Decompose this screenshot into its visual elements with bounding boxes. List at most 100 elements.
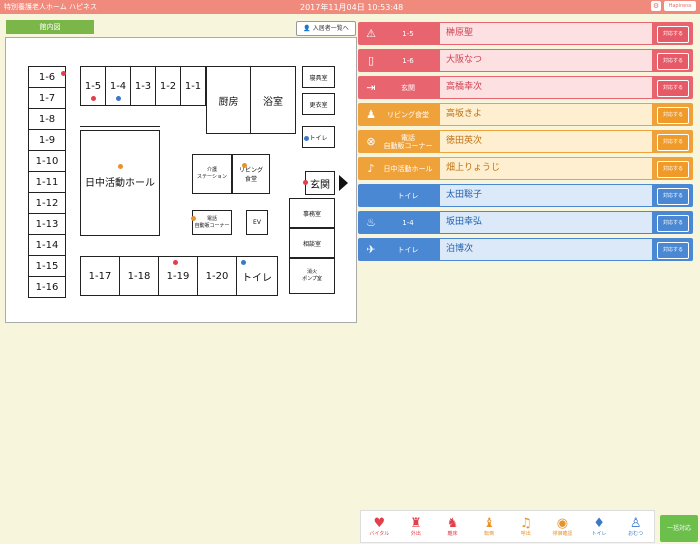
respond-button[interactable]: 対応する	[657, 80, 689, 97]
room-1-7[interactable]: 1-7	[28, 87, 66, 109]
alert-resident-name: 榊原聖	[440, 23, 652, 44]
room-1-19[interactable]: 1-19	[158, 256, 198, 296]
respond-button[interactable]: 対応する	[657, 53, 689, 70]
alert-dot-1-6	[61, 71, 66, 76]
filter-item[interactable]: ♫呼出	[510, 512, 542, 542]
alert-row[interactable]: ⇥玄関高橋幸次対応する	[358, 76, 693, 99]
filter-item[interactable]: ♙おむつ	[620, 512, 652, 542]
room-1-17[interactable]: 1-17	[80, 256, 120, 296]
room-consult[interactable]: 相談室	[289, 228, 335, 258]
titlebar-controls: ⚙ Hapiness	[651, 1, 696, 11]
filter-icon: ◉	[556, 515, 569, 531]
room-1-16[interactable]: 1-16	[28, 276, 66, 298]
room-1-10[interactable]: 1-10	[28, 150, 66, 172]
logo: Hapiness	[664, 1, 696, 11]
respond-button[interactable]: 対応する	[657, 134, 689, 151]
respond-button[interactable]: 対応する	[657, 107, 689, 124]
room-1-18[interactable]: 1-18	[119, 256, 159, 296]
room-linen[interactable]: 寝具室	[302, 66, 335, 88]
alert-type-icon: ⊗	[366, 135, 376, 148]
resident-list-button[interactable]: 👤 入居者一覧へ	[296, 21, 356, 36]
alert-filter-bar: ♥バイタル♜外出♞離床♝転倒♫呼出◉徘徊確認♦トイレ♙おむつ	[360, 510, 655, 543]
room-ev[interactable]: EV	[246, 210, 268, 235]
room-living-dining[interactable]: リビング 食堂	[232, 154, 270, 194]
alert-dot-toilet-right	[304, 136, 309, 141]
filter-icon: ♥	[373, 515, 386, 531]
alert-location: 1-6	[402, 56, 414, 65]
filter-item[interactable]: ♝転倒	[473, 512, 505, 542]
room-1-13[interactable]: 1-13	[28, 213, 66, 235]
room-1-12[interactable]: 1-12	[28, 192, 66, 214]
room-care-station[interactable]: 介護 ステーション	[192, 154, 232, 194]
room-1-8[interactable]: 1-8	[28, 108, 66, 130]
filter-icon: ♦	[593, 515, 605, 531]
room-day-hall[interactable]: 日中活動ホール	[80, 126, 160, 236]
respond-button[interactable]: 対応する	[657, 188, 689, 205]
person-icon: 👤	[303, 25, 311, 32]
room-bath[interactable]: 浴室	[250, 66, 296, 134]
alert-dot-1-5	[91, 96, 96, 101]
filter-item[interactable]: ♦トイレ	[583, 512, 615, 542]
tab-floor-map[interactable]: 館内図	[6, 20, 94, 34]
datetime: 2017年11月04日 10:53:48	[300, 3, 404, 12]
respond-button[interactable]: 対応する	[657, 161, 689, 178]
room-fire-pump[interactable]: 消火 ポンプ室	[289, 258, 335, 294]
alert-category: トイレ	[358, 184, 436, 207]
alert-resident-name: 泊博次	[440, 239, 652, 260]
room-1-1[interactable]: 1-1	[180, 66, 206, 106]
app-name: 特別養護老人ホーム ハピネス	[4, 3, 98, 11]
filter-label: 転倒	[484, 530, 495, 537]
alert-row[interactable]: ✈トイレ泊博次対応する	[358, 238, 693, 261]
room-phone-corner[interactable]: 電話 自動販コーナー	[192, 210, 232, 235]
alert-location: 電話 自動販コーナー	[383, 133, 433, 150]
filter-item[interactable]: ♞離床	[437, 512, 469, 542]
alert-category: ⊗ 電話 自動販コーナー	[358, 130, 436, 153]
room-1-15[interactable]: 1-15	[28, 255, 66, 277]
alert-type-icon: ♟	[366, 108, 376, 121]
alert-row[interactable]: トイレ太田聡子対応する	[358, 184, 693, 207]
alert-location: 1-4	[402, 218, 414, 227]
settings-icon[interactable]: ⚙	[651, 1, 661, 11]
alert-location: 日中活動ホール	[383, 164, 433, 173]
room-toilet-right[interactable]: トイレ	[302, 126, 335, 148]
room-1-3[interactable]: 1-3	[130, 66, 156, 106]
respond-button[interactable]: 対応する	[657, 215, 689, 232]
alert-dot-hall	[118, 164, 123, 169]
alert-category: ⇥玄関	[358, 76, 436, 99]
alert-row[interactable]: ♟リビング食堂高坂きよ対応する	[358, 103, 693, 126]
room-1-14[interactable]: 1-14	[28, 234, 66, 256]
pointer-arrow-icon	[339, 175, 348, 191]
room-kitchen[interactable]: 厨房	[206, 66, 251, 134]
alert-row[interactable]: ⊗電話 自動販コーナー徳田英次対応する	[358, 130, 693, 153]
room-1-9[interactable]: 1-9	[28, 129, 66, 151]
filter-item[interactable]: ♥バイタル	[363, 512, 395, 542]
filter-label: トイレ	[591, 530, 607, 537]
filter-label: 離床	[447, 530, 458, 537]
room-office[interactable]: 事務室	[289, 198, 335, 228]
room-1-6[interactable]: 1-6	[28, 66, 66, 88]
alert-dot-1-19	[173, 260, 178, 265]
room-1-2[interactable]: 1-2	[155, 66, 181, 106]
alert-resident-name: 高橋幸次	[440, 77, 652, 98]
alert-type-icon: ⚠	[366, 27, 376, 40]
title-bar: 特別養護老人ホーム ハピネス 2017年11月04日 10:53:48 ⚙ Ha…	[0, 0, 700, 14]
room-changing[interactable]: 更衣室	[302, 93, 335, 115]
filter-item[interactable]: ◉徘徊確認	[546, 512, 578, 542]
filter-item[interactable]: ♜外出	[400, 512, 432, 542]
room-1-20[interactable]: 1-20	[197, 256, 237, 296]
floor-map: 1-6 1-7 1-8 1-9 1-10 1-11 1-12 1-13 1-14…	[5, 37, 357, 323]
alert-dot-living	[242, 163, 247, 168]
alert-location: トイレ	[397, 191, 419, 200]
alert-category: ▯1-6	[358, 49, 436, 72]
alert-resident-name: 坂田幸弘	[440, 212, 652, 233]
alert-row[interactable]: ♪日中活動ホール畑上りょうじ対応する	[358, 157, 693, 180]
room-1-11[interactable]: 1-11	[28, 171, 66, 193]
alert-category: ♨1-4	[358, 211, 436, 234]
room-entrance[interactable]: 玄関	[305, 171, 335, 195]
respond-button[interactable]: 対応する	[657, 26, 689, 43]
respond-button[interactable]: 対応する	[657, 242, 689, 259]
bulk-response-button[interactable]: 一括対応	[660, 515, 698, 542]
